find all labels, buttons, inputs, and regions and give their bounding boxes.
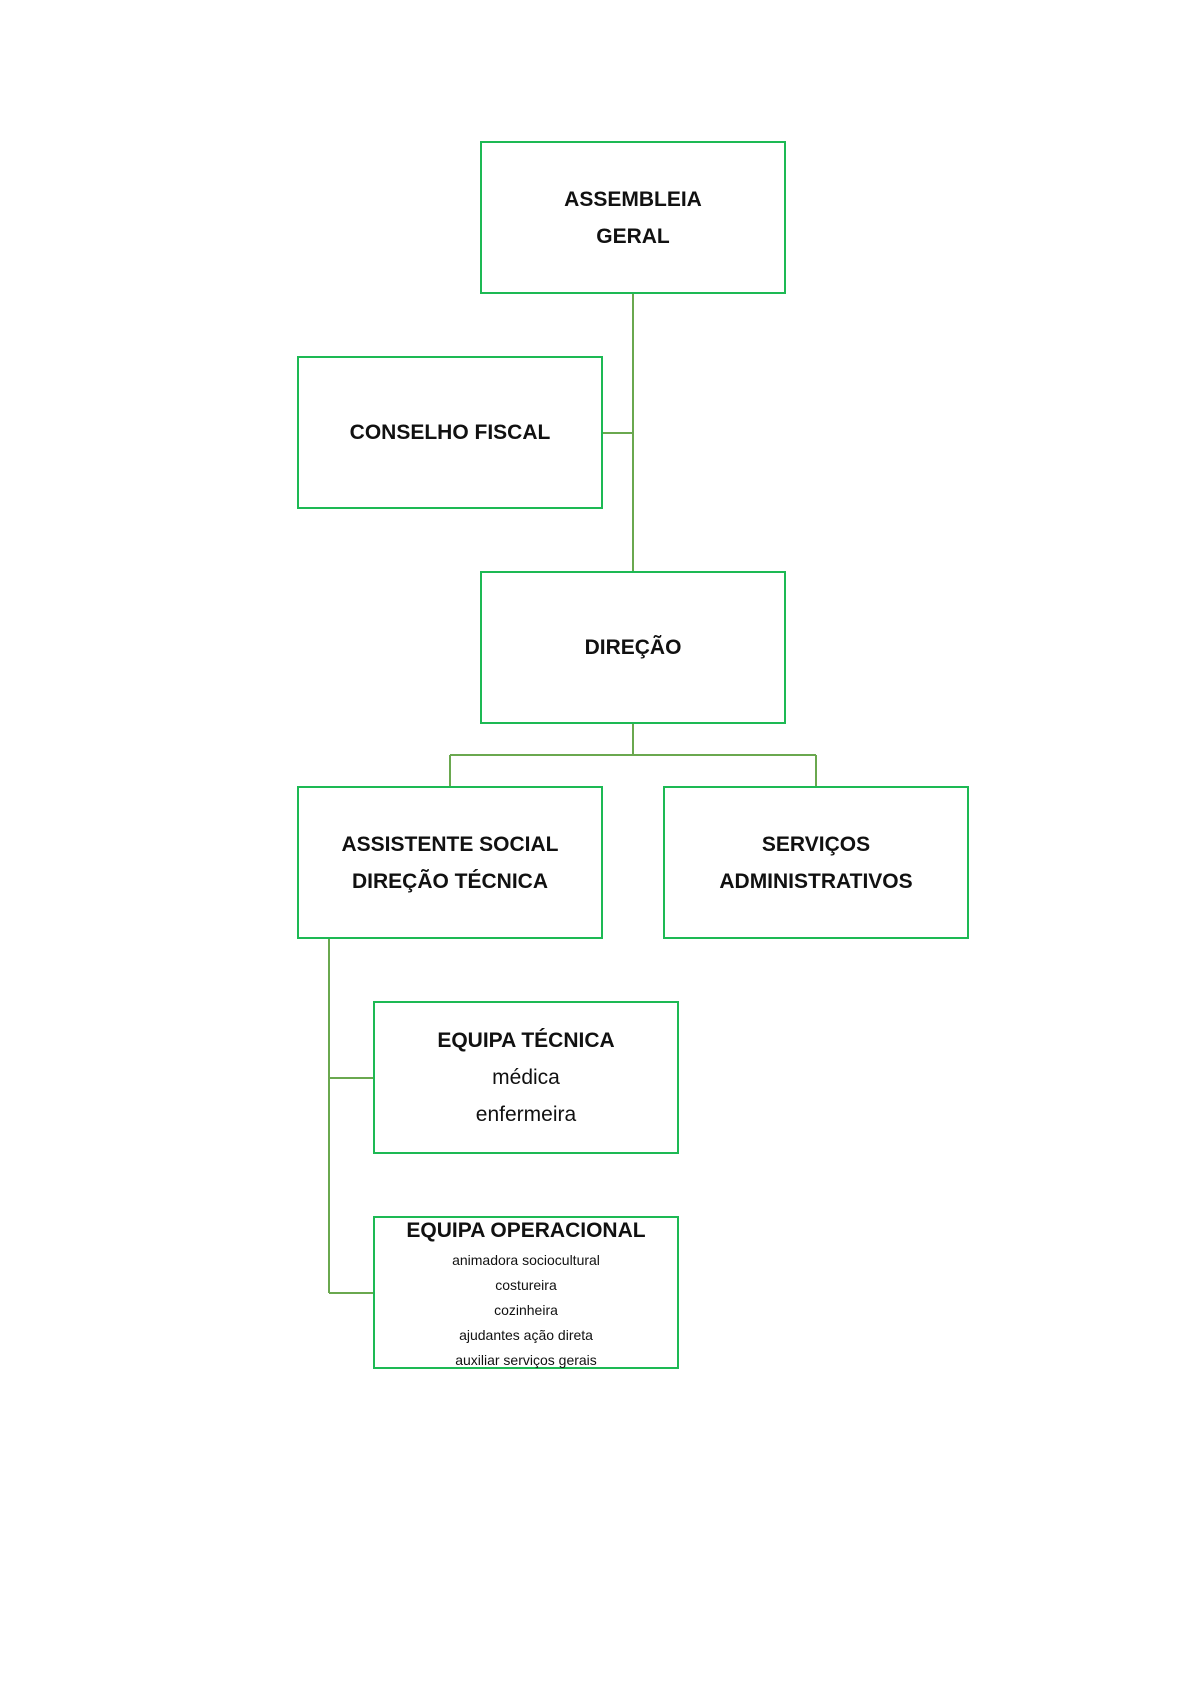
node-assistente-social: ASSISTENTE SOCIAL DIREÇÃO TÉCNICA: [297, 786, 603, 939]
node-equipa-operacional-title: EQUIPA OPERACIONAL: [406, 1219, 646, 1242]
node-assistente-line-1: ASSISTENTE SOCIAL: [341, 832, 559, 856]
node-equipa-tecnica: EQUIPA TÉCNICA médica enfermeira: [373, 1001, 679, 1154]
node-direcao-label: DIREÇÃO: [584, 636, 682, 659]
node-equipa-tecnica-title: EQUIPA TÉCNICA: [437, 1029, 615, 1052]
node-equipa-tecnica-member: enfermeira: [475, 1103, 577, 1126]
node-servicos-line-1: SERVIÇOS: [761, 832, 871, 856]
node-equipa-operacional: EQUIPA OPERACIONAL animadora sociocultur…: [373, 1216, 679, 1369]
node-equipa-operacional-member: costureira: [495, 1277, 557, 1293]
node-equipa-tecnica-member: médica: [492, 1066, 560, 1089]
node-conselho-label: CONSELHO FISCAL: [349, 421, 551, 444]
node-assistente-line-2: DIREÇÃO TÉCNICA: [351, 869, 548, 893]
node-assembleia-line-2: GERAL: [596, 224, 670, 248]
node-assembleia-line-1: ASSEMBLEIA: [564, 187, 702, 211]
node-equipa-operacional-member: ajudantes ação direta: [459, 1327, 593, 1343]
node-equipa-operacional-member: animadora sociocultural: [452, 1252, 600, 1268]
node-conselho-fiscal: CONSELHO FISCAL: [297, 356, 603, 509]
node-assembleia-geral: ASSEMBLEIA GERAL: [480, 141, 786, 294]
node-direcao: DIREÇÃO: [480, 571, 786, 724]
node-equipa-operacional-member: cozinheira: [494, 1302, 558, 1318]
node-servicos-line-2: ADMINISTRATIVOS: [719, 869, 913, 893]
node-servicos-administrativos: SERVIÇOS ADMINISTRATIVOS: [663, 786, 969, 939]
node-equipa-operacional-member: auxiliar serviços gerais: [455, 1352, 597, 1368]
